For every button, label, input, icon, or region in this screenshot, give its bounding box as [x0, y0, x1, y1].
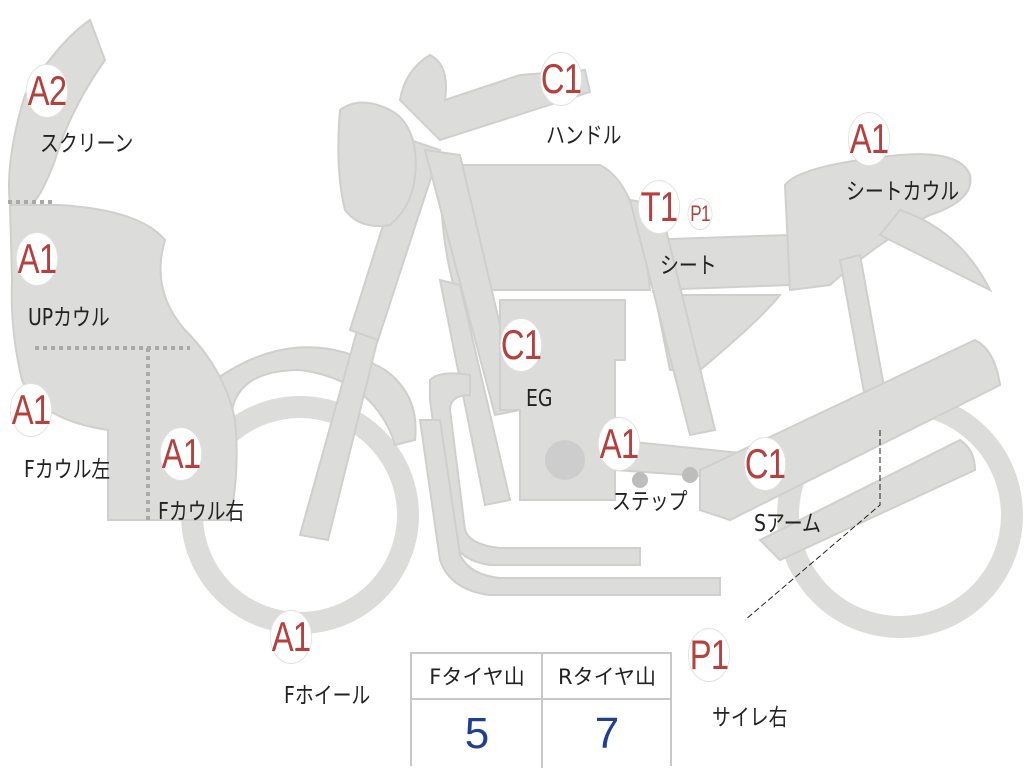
front-tire-header: Fタイヤ山	[412, 654, 542, 700]
label-f-wheel: Fホイール	[284, 683, 371, 709]
badge-swing-arm: C1	[743, 437, 787, 491]
frame-down	[438, 278, 512, 507]
fork-upper	[348, 138, 442, 342]
badge-f-cowl-left: A1	[9, 383, 53, 437]
step-bolt-2	[682, 467, 698, 483]
table-divider	[541, 654, 543, 768]
badge-seat-cowl: A1	[847, 112, 891, 166]
badge-muffler-right: P1	[687, 628, 731, 682]
seat-cowl-shape	[783, 153, 972, 292]
badge-seat-extra: P1	[687, 198, 713, 230]
badge-step: A1	[597, 417, 641, 471]
badge-seat: T1	[637, 180, 681, 234]
tail-fin	[878, 208, 993, 293]
badge-f-wheel: A1	[269, 610, 313, 664]
badge-f-cowl-right: A1	[159, 427, 203, 481]
step-bolt-1	[632, 472, 648, 488]
label-seat: シート	[660, 253, 717, 279]
label-muffler-right: サイレ右	[712, 705, 788, 731]
badge-engine: C1	[499, 318, 543, 372]
muffler	[758, 438, 977, 562]
muffler-pointer	[744, 430, 881, 621]
label-f-cowl-left: Fカウル左	[24, 457, 111, 483]
label-swing-arm: Sアーム	[754, 511, 821, 537]
front-tire-value: 5	[464, 709, 490, 758]
label-seat-cowl: シートカウル	[846, 179, 960, 205]
label-step: ステップ	[612, 489, 688, 515]
rear-tire-header: Rタイヤ山	[542, 654, 672, 700]
badge-handle: C1	[539, 52, 583, 106]
exhaust-lower	[418, 419, 721, 596]
badge-up-cowl: A1	[15, 232, 59, 286]
engine-cover	[545, 440, 585, 480]
label-f-cowl-right: Fカウル右	[158, 499, 245, 525]
label-engine: EG	[526, 386, 553, 412]
label-handle: ハンドル	[546, 123, 622, 149]
headlight	[337, 101, 417, 227]
label-screen: スクリーン	[40, 131, 134, 157]
tire-tread-table: Fタイヤ山 Rタイヤ山 5 7	[410, 652, 672, 768]
rear-tire-value: 7	[594, 709, 620, 758]
label-up-cowl: UPカウル	[28, 305, 110, 331]
exhaust-upper	[429, 372, 641, 566]
badge-screen: A2	[25, 64, 69, 118]
